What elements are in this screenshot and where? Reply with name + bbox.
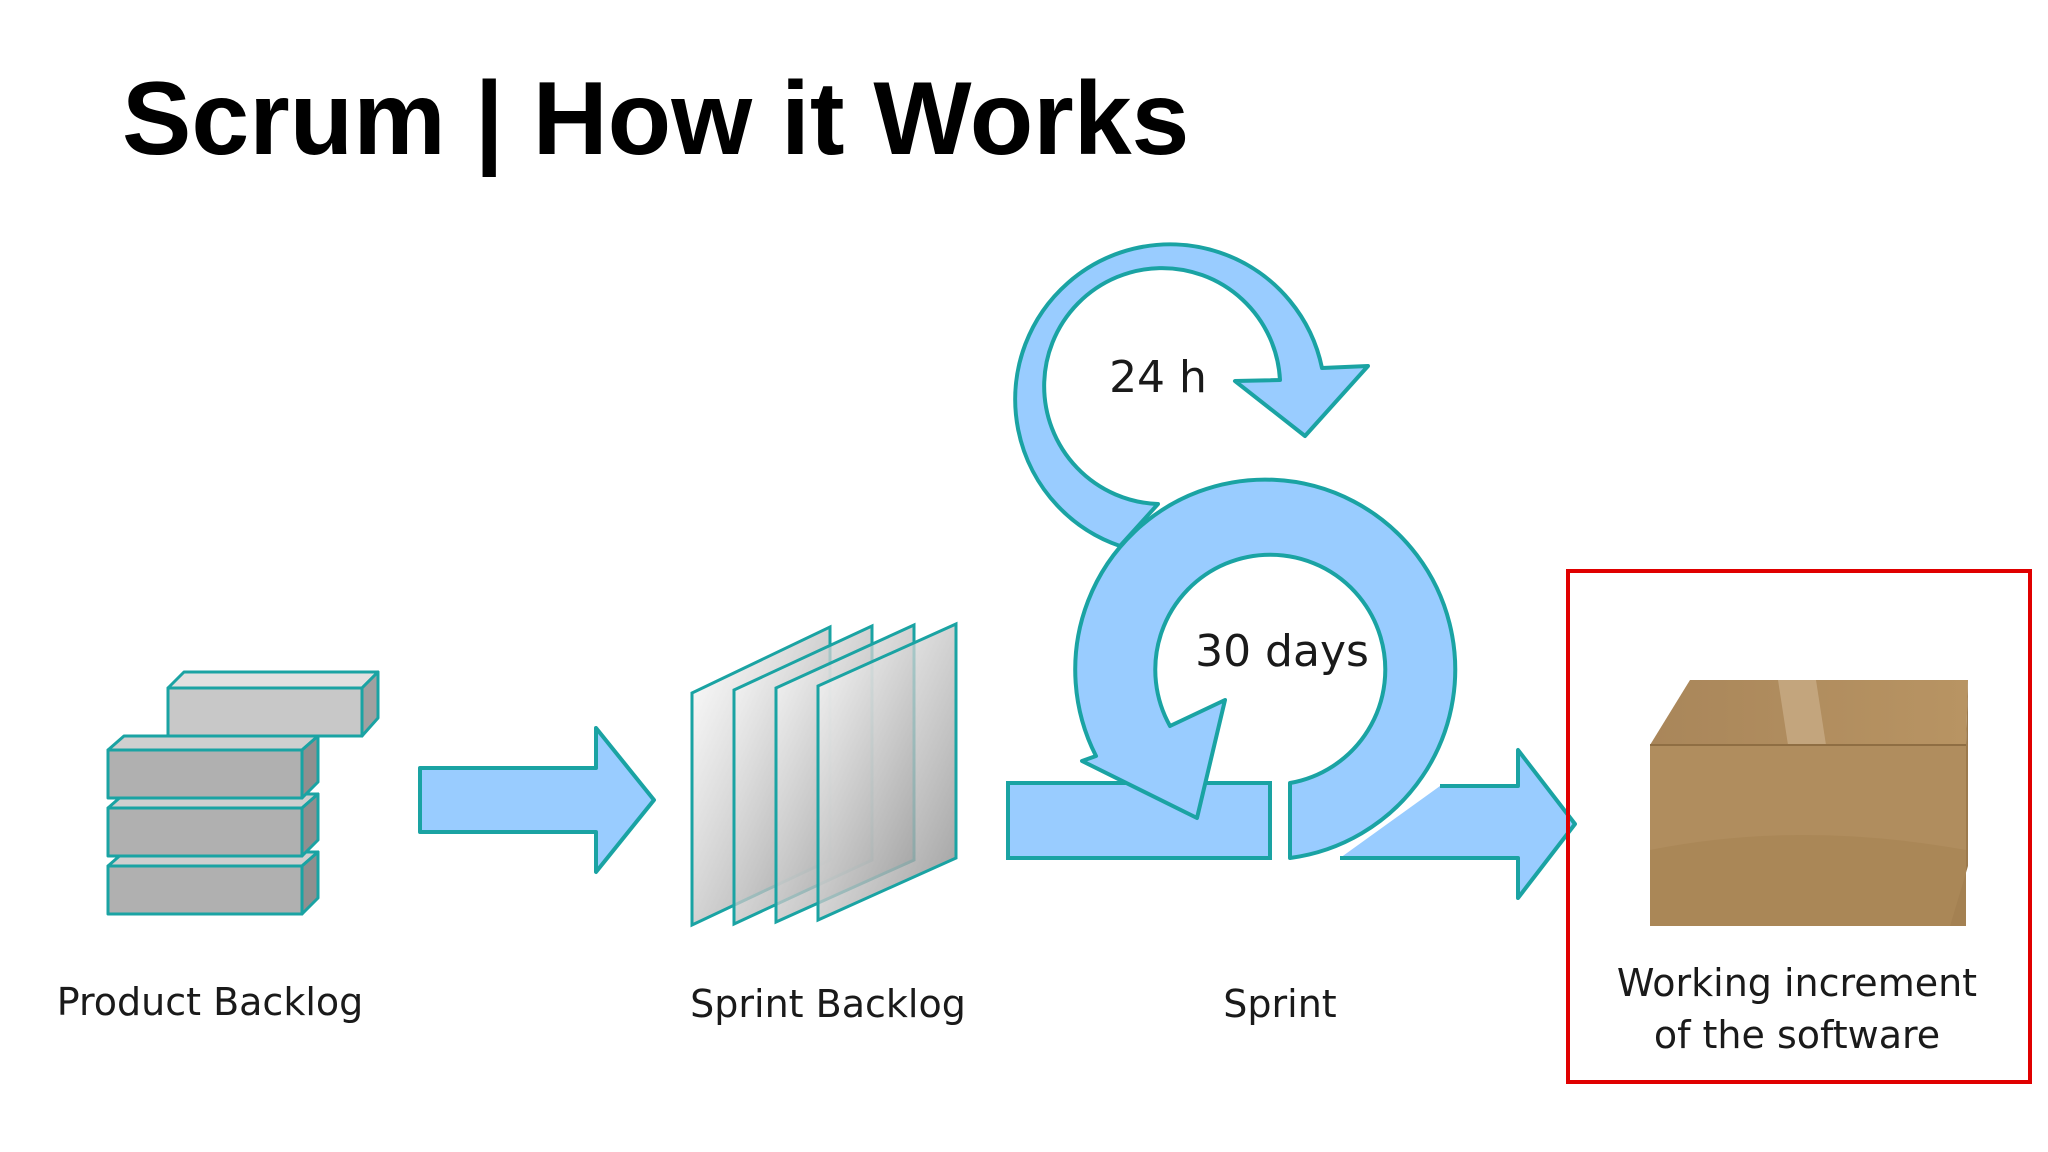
sprint-cycle-label: 30 days [1195,626,1369,677]
sprint-backlog-label: Sprint Backlog [690,982,966,1026]
daily-cycle-arrow-icon [1013,242,1370,548]
sprint-backlog-icon [690,621,958,928]
daily-cycle-label: 24 h [1109,352,1207,403]
sprint-exit-arrow-icon [1340,748,1577,900]
increment-highlight-frame [1566,569,2032,1084]
right-arrow-icon [418,726,656,874]
increment-label-line-2: of the software [1654,1013,1940,1057]
increment-label-line-1: Working increment [1617,961,1977,1005]
product-backlog-icon [106,670,380,916]
sprint-cycle-arrow-icon [1073,477,1458,860]
sprint-base-bar [1006,781,1272,860]
software-increment-box-icon [1650,680,1968,926]
sprint-label: Sprint [1223,982,1336,1026]
page-title: Scrum | How it Works [122,61,1190,177]
product-backlog-label: Product Backlog [57,980,364,1024]
